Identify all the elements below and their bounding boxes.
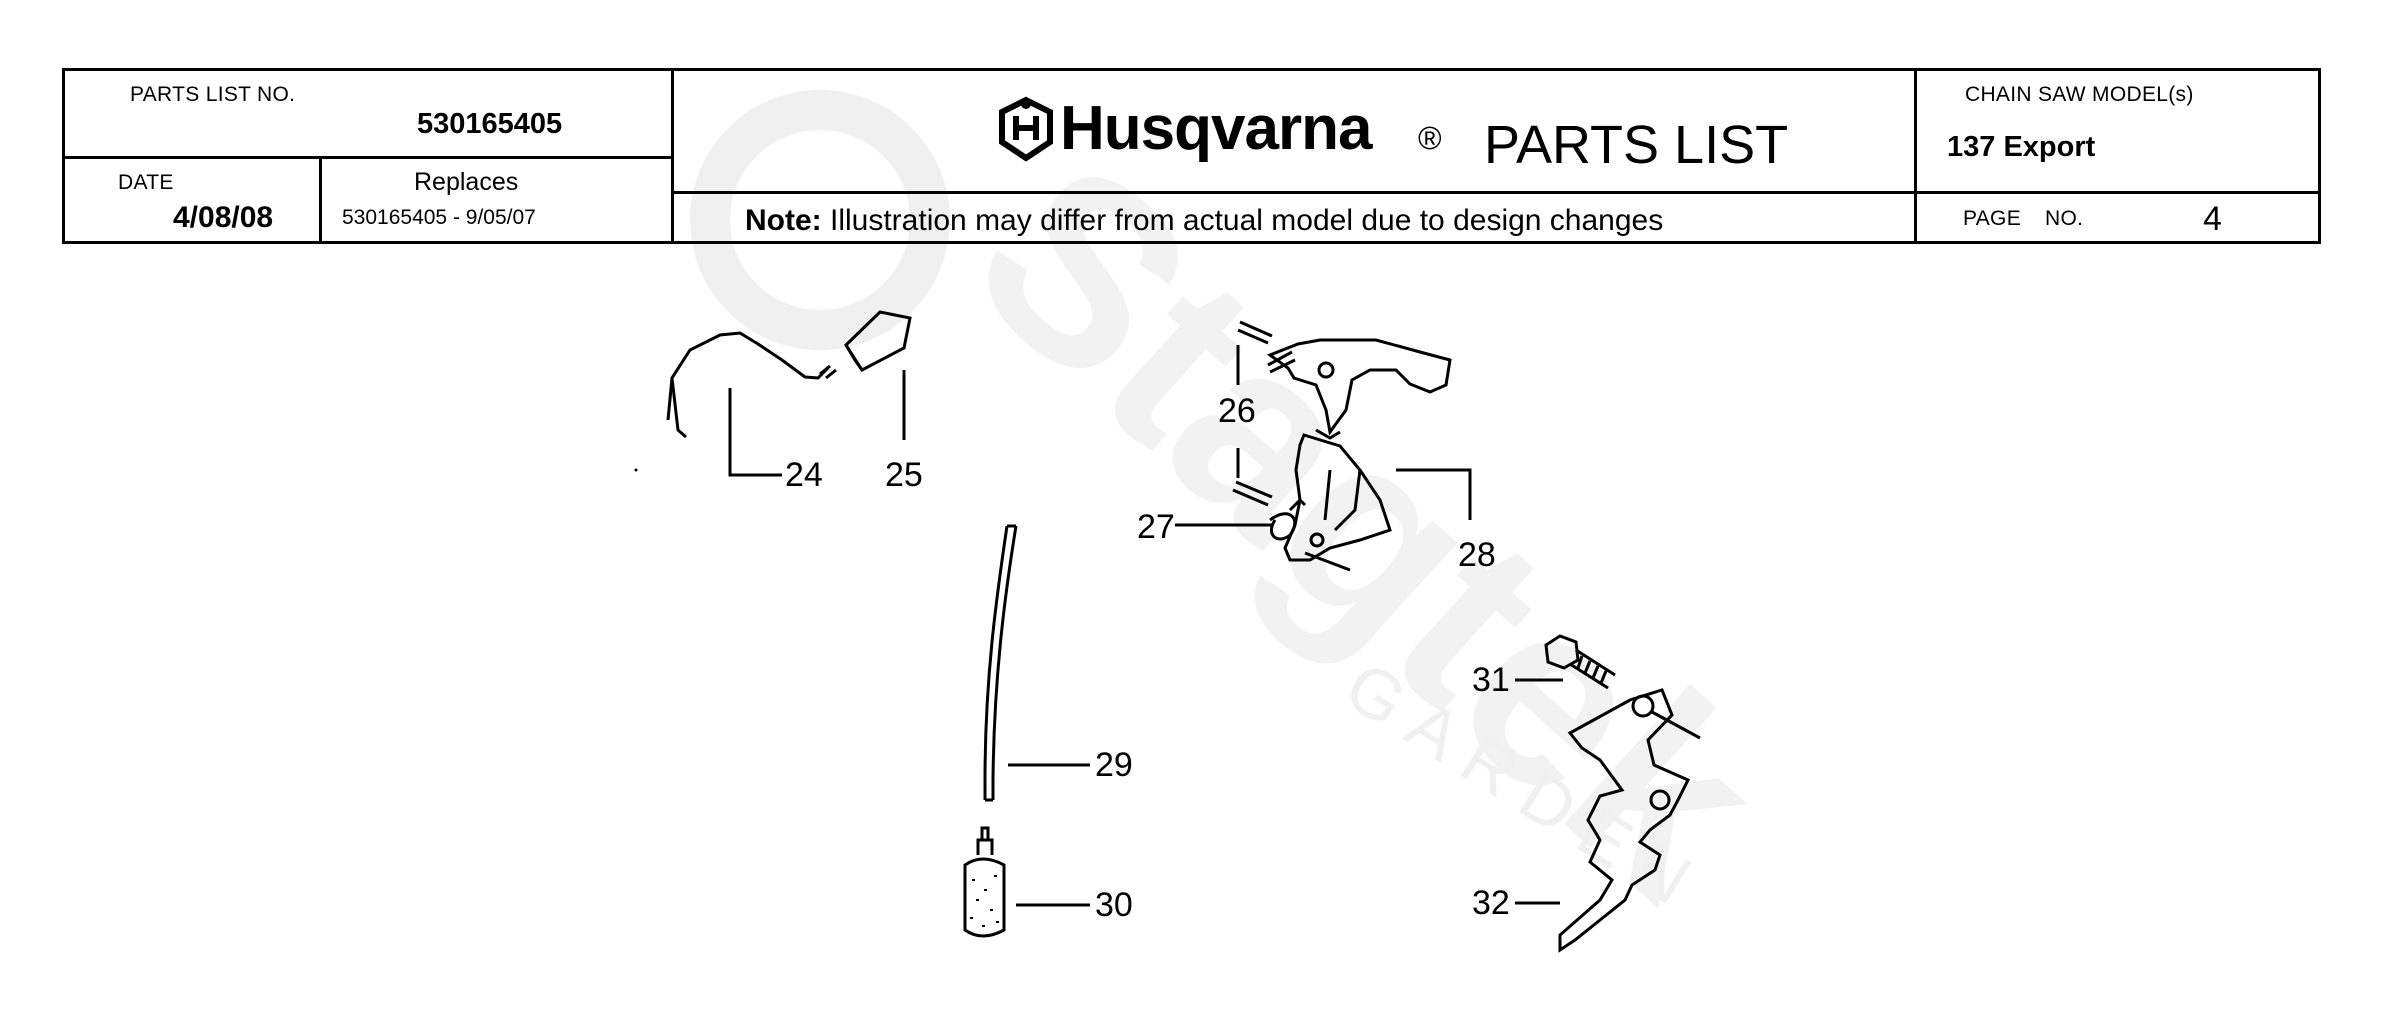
- date-value: 4/08/08: [173, 201, 274, 234]
- callout-31: 31: [1472, 661, 1510, 699]
- parts-list-no-label: PARTS LIST NO.: [130, 83, 296, 106]
- note-body: Illustration may differ from actual mode…: [830, 204, 1664, 237]
- divider-center-horizontal: [671, 191, 2321, 194]
- divider-right: [1914, 68, 1917, 244]
- model-label: CHAIN SAW MODEL(s): [1965, 83, 2194, 106]
- leader-24: [728, 388, 782, 477]
- callout-26: 26: [1218, 392, 1256, 430]
- part-26-pins: [1232, 320, 1273, 507]
- part-32-bracket: [1558, 688, 1701, 953]
- callout-28: 28: [1458, 536, 1496, 574]
- callout-27: 27: [1137, 508, 1175, 546]
- part-24-rod: [666, 331, 837, 439]
- model-value: 137 Export: [1947, 131, 2096, 163]
- part-31-screw: [1544, 634, 1616, 690]
- parts-list-title: PARTS LIST: [1484, 115, 1789, 175]
- parts-list-number: 530165405: [417, 108, 563, 140]
- callout-25: 25: [885, 456, 923, 494]
- page-number: 4: [2203, 200, 2222, 238]
- divider-left-horizontal: [62, 156, 674, 159]
- replaces-value: 530165405 - 9/05/07: [342, 206, 536, 229]
- part-27-spring: [1269, 497, 1307, 541]
- callout-29: 29: [1095, 746, 1133, 784]
- leader-28: [1396, 468, 1472, 520]
- note-label: Note:: [745, 204, 822, 237]
- replaces-label: Replaces: [414, 168, 519, 196]
- part-25-sleeve: [844, 310, 912, 372]
- callout-30: 30: [1095, 886, 1133, 924]
- part-28-trigger: [1266, 338, 1452, 572]
- note-text: Note: Illustration may differ from actua…: [745, 206, 1663, 236]
- divider-date-replaces: [319, 156, 322, 244]
- callout-32: 32: [1472, 884, 1510, 922]
- part-29-fuel-line: [983, 524, 1018, 802]
- registered-mark: ®: [1418, 120, 1442, 156]
- brand-name: Husqvarna: [1060, 94, 1372, 163]
- husqvarna-logo-icon: [999, 96, 1053, 162]
- part-30-fuel-filter: [963, 826, 1006, 938]
- date-label: DATE: [118, 171, 174, 194]
- callout-24: 24: [785, 456, 823, 494]
- page-label: PAGE: [1963, 207, 2021, 230]
- page-no-label: NO.: [2045, 207, 2084, 230]
